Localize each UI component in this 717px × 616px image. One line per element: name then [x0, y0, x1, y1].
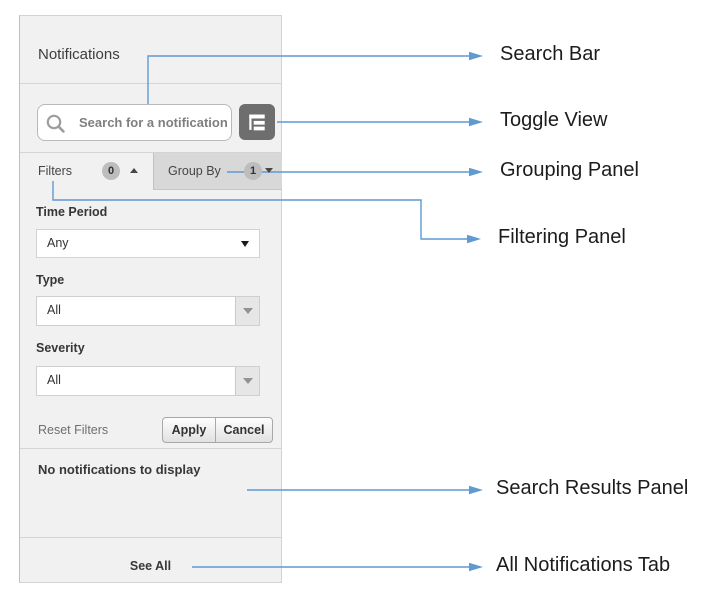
divider — [20, 152, 281, 153]
type-dropdown-button[interactable] — [235, 297, 259, 325]
callout-search-bar: Search Bar — [500, 43, 601, 65]
severity-select[interactable]: All — [36, 366, 260, 396]
divider — [20, 448, 281, 449]
toggle-view-button[interactable] — [239, 104, 275, 140]
type-select[interactable]: All — [36, 296, 260, 326]
group-by-count-badge: 1 — [244, 162, 262, 180]
callout-grouping-panel: Grouping Panel — [500, 159, 639, 181]
filters-count-badge: 0 — [102, 162, 120, 180]
tab-group-by[interactable]: Group By 1 — [153, 153, 282, 190]
see-all-tab[interactable]: See All — [129, 559, 172, 573]
type-label: Type — [36, 273, 65, 287]
arrowhead-icon — [467, 234, 481, 244]
tab-filters[interactable]: Filters 0 — [20, 153, 153, 190]
severity-value: All — [47, 373, 61, 387]
search-input[interactable]: Search for a notification — [37, 104, 232, 141]
type-value: All — [47, 303, 61, 317]
tab-filters-label: Filters — [38, 164, 73, 178]
arrowhead-icon — [469, 562, 483, 572]
caret-down-icon — [265, 168, 273, 173]
empty-results-message: No notifications to display — [38, 462, 201, 477]
callout-all-notifications: All Notifications Tab — [496, 554, 671, 576]
severity-dropdown-button[interactable] — [235, 367, 259, 395]
divider — [20, 537, 281, 538]
reset-filters-link[interactable]: Reset Filters — [38, 423, 109, 437]
severity-label: Severity — [36, 341, 85, 355]
time-period-select[interactable]: Any — [36, 229, 260, 258]
apply-button[interactable]: Apply — [162, 417, 216, 443]
caret-down-icon — [241, 241, 249, 247]
callout-search-results: Search Results Panel — [496, 477, 689, 499]
caret-down-icon — [242, 308, 253, 314]
cancel-button[interactable]: Cancel — [215, 417, 273, 443]
arrowhead-icon — [469, 485, 483, 495]
arrowhead-icon — [469, 51, 483, 61]
tree-list-icon — [249, 114, 265, 131]
tab-group-by-label: Group By — [168, 164, 221, 178]
caret-down-icon — [242, 378, 253, 384]
arrowhead-icon — [469, 167, 483, 177]
search-placeholder: Search for a notification — [79, 115, 228, 130]
caret-up-icon — [130, 168, 138, 173]
callout-filtering-panel: Filtering Panel — [498, 226, 626, 248]
time-period-value: Any — [47, 236, 69, 250]
search-icon — [46, 114, 65, 133]
callout-toggle-view: Toggle View — [500, 109, 608, 131]
arrowhead-icon — [469, 117, 483, 127]
time-period-label: Time Period — [36, 205, 108, 219]
divider — [20, 83, 281, 84]
page-title: Notifications — [38, 46, 120, 63]
